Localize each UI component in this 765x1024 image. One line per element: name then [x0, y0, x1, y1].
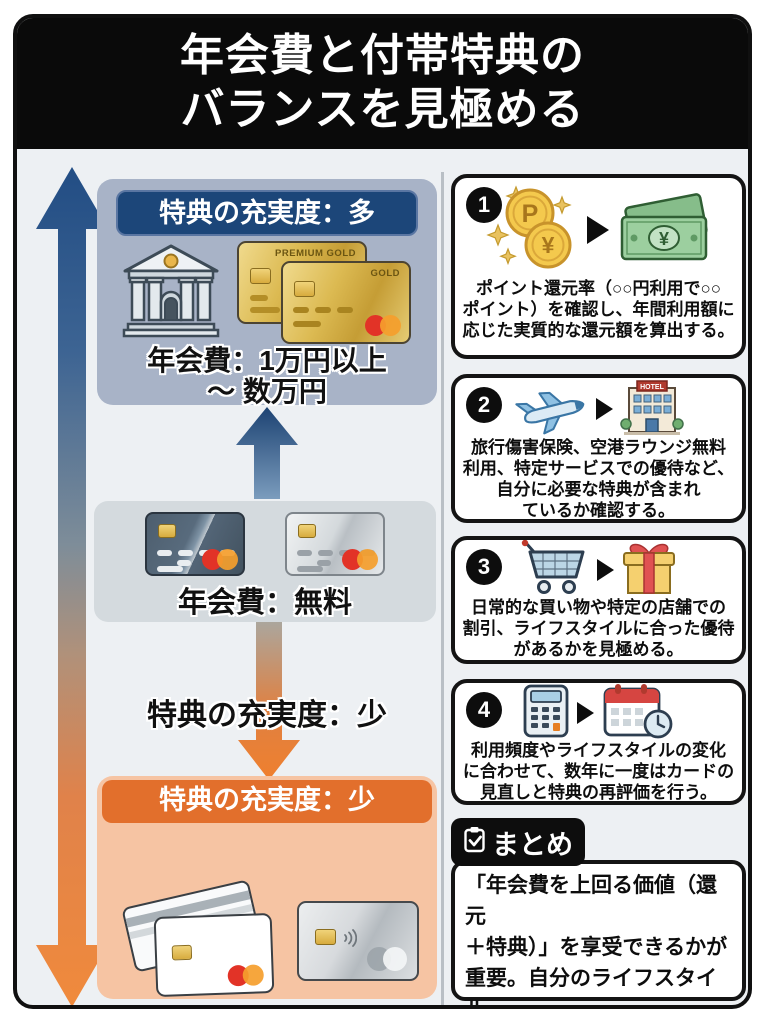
clipboard-check-icon	[463, 826, 486, 858]
text-line: ポイント還元率（○○円利用で○○	[475, 279, 722, 298]
title-line-1: 年会費と付帯特典の	[180, 31, 585, 80]
text-line: ＋特典）」を享受できるかが	[465, 936, 728, 959]
step-3-number-badge: 3	[466, 549, 502, 585]
up-arrow-icon	[236, 407, 298, 499]
coins-icon: P ¥	[485, 183, 580, 278]
step-2-number-badge: 2	[466, 387, 502, 423]
step-1-number-badge: 1	[466, 187, 502, 223]
step-4-text: 利用頻度やライフスタイルの変化 に合わせて、数年に一度はカードの 見直しと特典の…	[455, 740, 742, 802]
step-4-box: 4	[451, 679, 746, 805]
summary-label: まとめ	[492, 829, 573, 860]
down-arrow-icon	[238, 622, 300, 780]
arrow-right-icon	[596, 398, 613, 420]
text-line: 日常的な買い物や特定の店舗での	[471, 598, 726, 617]
benefits-low-box: 特典の充実度：少	[97, 776, 437, 999]
svg-text:HOTEL: HOTEL	[640, 384, 664, 391]
benefits-high-box: 特典の充実度：多	[97, 179, 437, 407]
svg-text:P: P	[521, 200, 538, 228]
column-divider	[441, 172, 444, 1005]
page-title: 年会費と付帯特典の バランスを見極める	[17, 18, 748, 149]
step-2-box: 2	[451, 374, 746, 523]
airplane-icon	[513, 379, 589, 440]
text-line: 見直しと特典の再評価を行う。	[480, 783, 717, 802]
svg-text:¥: ¥	[541, 232, 554, 258]
text-line: 割引、ライフスタイルに合った優待	[462, 619, 735, 638]
plain-silver-card-icon	[297, 901, 419, 981]
summary-box: 「年会費を上回る価値（還元 ＋特典）」を享受できるかが 重要。自分のライフスタイ…	[451, 860, 746, 1005]
fee-benefit-axis-arrow-icon	[36, 167, 108, 1005]
shopping-cart-icon	[520, 540, 590, 601]
bank-icon	[121, 244, 221, 343]
contactless-icon	[344, 929, 357, 947]
text-line: 重要。自分のライフスタイル	[465, 967, 717, 1005]
dark-credit-card-icon	[145, 512, 245, 576]
page-frame: 年会費と付帯特典の バランスを見極める 特典の充実度：多	[13, 14, 752, 1009]
arrow-right-icon	[577, 702, 594, 724]
gift-icon	[621, 540, 677, 601]
text-line: に合わせて、数年に一度はカードの	[462, 762, 735, 781]
arrow-right-icon	[586, 216, 609, 244]
banknote-icon: ¥	[616, 191, 712, 270]
text-line: ているか確認する。	[522, 501, 675, 520]
step-4-number-badge: 4	[466, 692, 502, 728]
svg-text:¥: ¥	[658, 229, 668, 249]
step-1-box: 1 P ¥	[451, 174, 746, 359]
step-3-text: 日常的な買い物や特定の店舗での 割引、ライフスタイルに合った優待 があるかを見極…	[455, 597, 742, 660]
hotel-icon: HOTEL	[620, 378, 684, 441]
benefits-low-header: 特典の充実度：少	[102, 780, 432, 823]
text-line: 旅行傷害保険、空港ラウンジ無料	[471, 438, 726, 457]
benefits-high-header: 特典の充実度：多	[116, 190, 418, 236]
text-line: 自分に必要な特典が含まれ	[496, 480, 701, 499]
annual-fee-high-label: 年会費：1万円以上 ～ 数万円	[147, 345, 387, 407]
text-line: ポイント）を確認し、年間利用額に	[462, 300, 735, 319]
arrow-right-icon	[597, 559, 614, 581]
benefits-low-label: 特典の充実度：少	[147, 699, 387, 732]
text-line: 利用頻度やライフスタイルの変化	[471, 741, 726, 760]
calculator-icon	[522, 684, 570, 743]
gold-card-icon: GOLD	[281, 261, 411, 344]
title-line-2: バランスを見極める	[180, 85, 585, 134]
step-2-text: 旅行傷害保険、空港ラウンジ無料 利用、特定サービスでの優待など、 自分に必要な特…	[455, 437, 742, 520]
annual-fee-free-label: 年会費：無料	[177, 587, 352, 619]
summary-tab: まとめ	[451, 818, 585, 866]
white-card-stack-icon	[121, 879, 285, 999]
annual-fee-free-box: 年会費：無料	[94, 501, 436, 622]
text-line: があるかを見極める。	[513, 640, 684, 659]
silver-credit-card-icon	[285, 512, 385, 576]
step-1-text: ポイント還元率（○○円利用で○○ ポイント）を確認し、年間利用額に 応じた実質的…	[455, 278, 742, 341]
text-line: 「年会費を上回る価値（還元	[465, 874, 717, 928]
gold-cards-group: PREMIUM GOLD GOLD	[237, 241, 413, 345]
calendar-clock-icon	[601, 683, 675, 744]
step-3-box: 3	[451, 536, 746, 664]
text-line: 応じた実質的な還元額を算出する。	[462, 321, 735, 340]
text-line: 利用、特定サービスでの優待など、	[462, 459, 735, 478]
